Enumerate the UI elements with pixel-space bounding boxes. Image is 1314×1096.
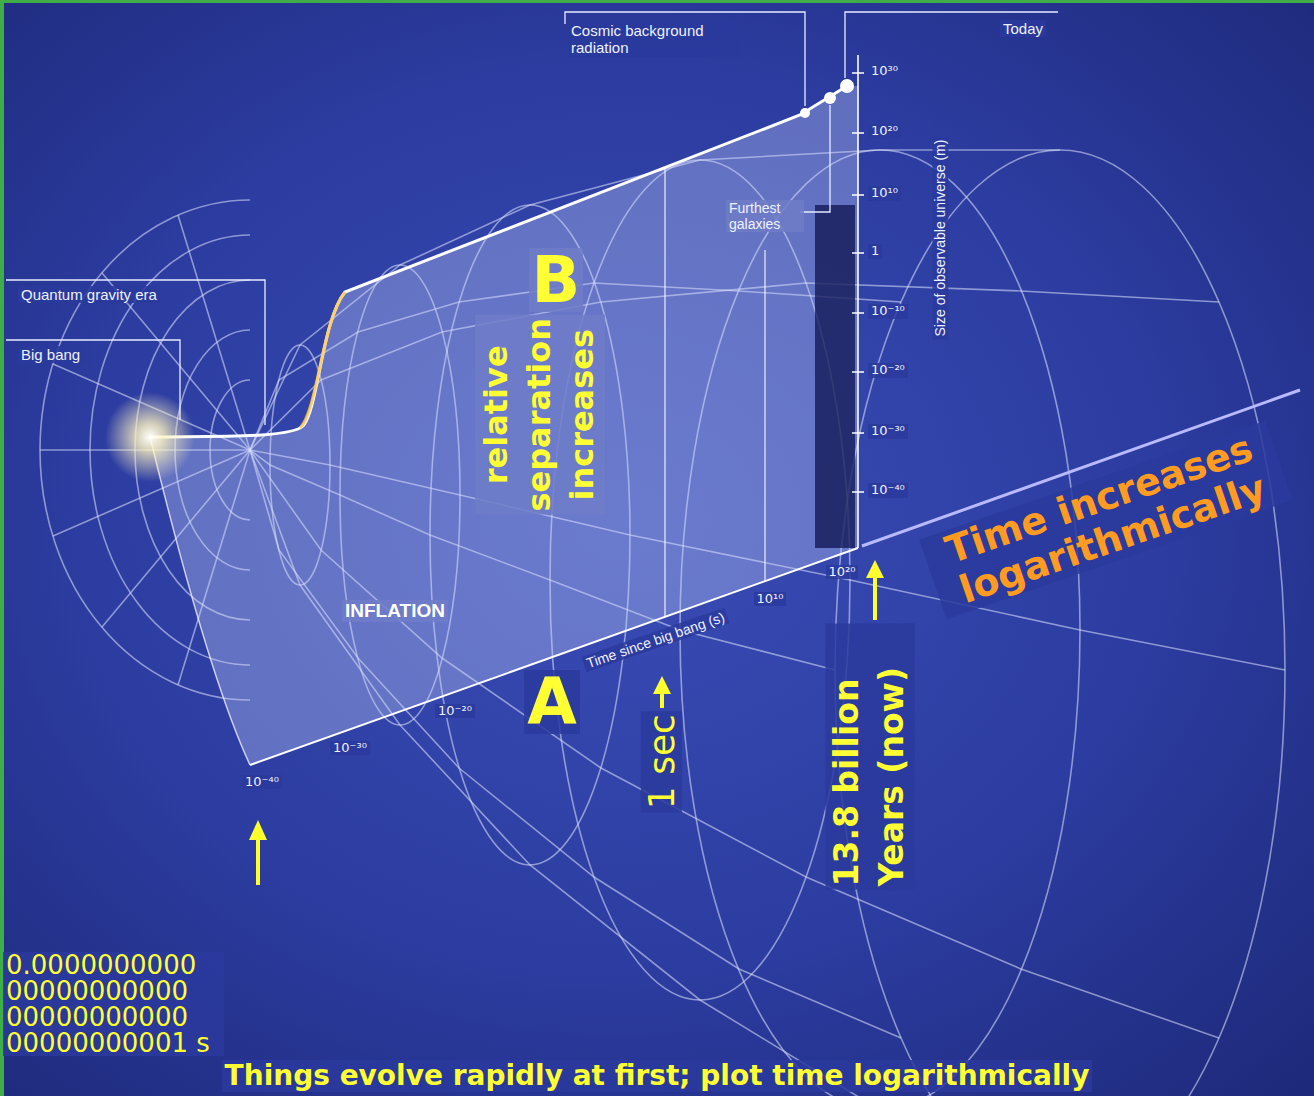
annotation: relative separation increases bbox=[475, 315, 605, 515]
arrow-head bbox=[866, 560, 884, 578]
frame-strip bbox=[0, 0, 4, 1096]
time-gridline bbox=[664, 168, 666, 617]
tick-label: 10⁻⁴⁰ bbox=[242, 775, 282, 790]
tick-label: 10²⁰ bbox=[868, 124, 901, 139]
arrow-head bbox=[249, 820, 267, 840]
era-label: Big bang bbox=[18, 346, 83, 363]
era-label: INFLATION bbox=[342, 600, 448, 622]
annotation: 1 sec bbox=[641, 711, 682, 812]
leader-bracket bbox=[565, 12, 805, 106]
axis-tick bbox=[852, 132, 864, 134]
event-label: Furthest galaxies bbox=[726, 200, 804, 232]
axis-ticks bbox=[852, 73, 864, 492]
frame-strip bbox=[0, 0, 1314, 3]
time-axis bbox=[250, 548, 858, 765]
tick-label: 1 bbox=[868, 244, 882, 259]
event-label: Cosmic background radiation bbox=[568, 22, 739, 57]
tick-label: 10¹⁰ bbox=[754, 592, 787, 607]
tick-label: 10⁻³⁰ bbox=[330, 741, 370, 756]
spacetime-sheet bbox=[150, 86, 858, 765]
tick-label: 10³⁰ bbox=[868, 64, 901, 79]
axis-tick bbox=[852, 194, 864, 196]
axis-title: Size of observable universe (m) bbox=[932, 137, 948, 340]
axis-tick bbox=[852, 252, 864, 254]
tick-label: 10¹⁰ bbox=[868, 186, 901, 201]
inflation-highlight bbox=[300, 292, 345, 428]
time-gridline bbox=[764, 250, 766, 582]
sheet-edge bbox=[150, 437, 250, 765]
axis-tick bbox=[852, 371, 864, 373]
arrow-shaft bbox=[873, 576, 877, 620]
arrow-shaft bbox=[256, 838, 260, 885]
point-letter: B bbox=[529, 248, 584, 312]
arrow-shaft bbox=[660, 692, 664, 708]
leader-bracket bbox=[800, 105, 830, 212]
point-letter: A bbox=[524, 670, 580, 734]
tick-label: 10²⁰ bbox=[826, 565, 859, 580]
tick-label: 10⁻³⁰ bbox=[868, 424, 908, 439]
axis-tick bbox=[852, 432, 864, 434]
tick-label: 10⁻²⁰ bbox=[435, 704, 475, 719]
epoch-dot bbox=[840, 79, 854, 93]
tick-label: 10⁻⁴⁰ bbox=[868, 483, 908, 498]
size-axis bbox=[857, 55, 859, 548]
axis-tick bbox=[852, 491, 864, 493]
axis-tick bbox=[852, 312, 864, 314]
annotation: 13.8 billion Years (now) bbox=[825, 624, 914, 890]
big-bang-glow bbox=[105, 392, 195, 482]
epoch-dot bbox=[800, 108, 810, 118]
shadow-band bbox=[815, 205, 855, 548]
era-label: Quantum gravity era bbox=[18, 286, 160, 303]
yellow-arrows bbox=[249, 560, 884, 885]
annotation: Time increases logarithmically bbox=[919, 421, 1292, 619]
arrow-head bbox=[653, 676, 671, 694]
epoch-dot bbox=[824, 92, 836, 104]
caption: Things evolve rapidly at first; plot tim… bbox=[222, 1060, 1093, 1092]
axis-tick bbox=[852, 72, 864, 74]
epoch-dots bbox=[800, 79, 854, 118]
tick-label: 10⁻²⁰ bbox=[868, 363, 908, 378]
annotation: 0.0000000000 00000000000 00000000000 000… bbox=[3, 952, 224, 1056]
event-label: Today bbox=[1000, 20, 1046, 37]
leader-bracket bbox=[845, 12, 1058, 78]
tick-label: 10⁻¹⁰ bbox=[868, 304, 908, 319]
